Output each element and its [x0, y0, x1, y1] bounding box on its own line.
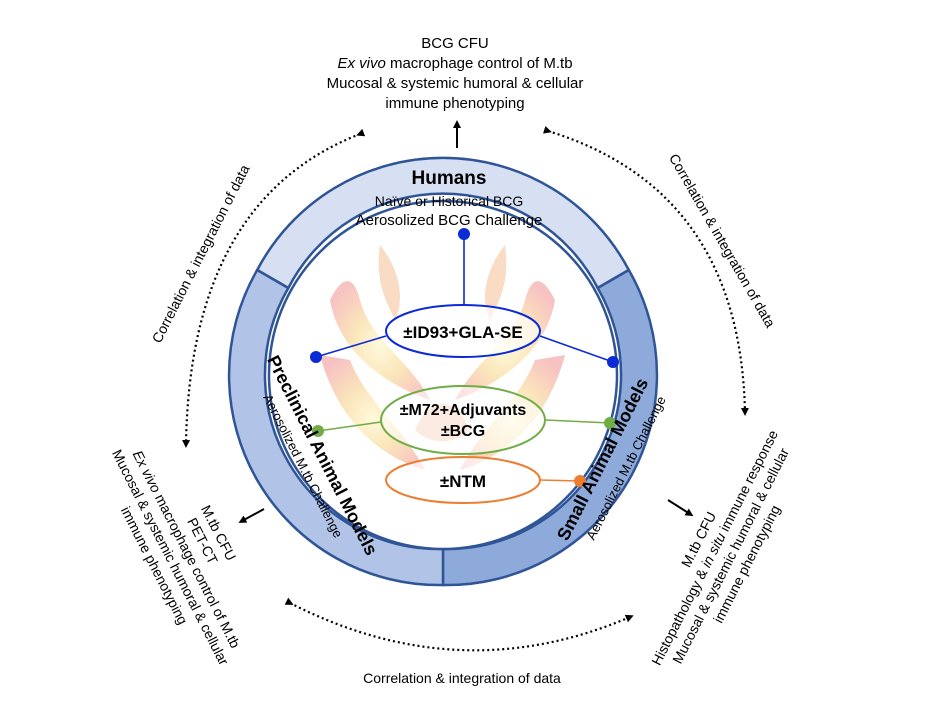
green-dot-right	[604, 417, 616, 429]
blue-dot-left	[310, 351, 322, 363]
humans-title: Humans	[412, 168, 487, 189]
top-outcome-line-4: immune phenotyping	[385, 95, 524, 112]
left-outcome-arrow	[238, 508, 265, 523]
top-outcomes: BCG CFU Ex vivo macrophage control of M.…	[327, 35, 584, 112]
blue-dot-right	[607, 356, 619, 368]
correlation-arc-right	[543, 126, 749, 416]
top-outcome-ex-vivo: Ex vivo	[337, 55, 385, 72]
blue-intervention-label: ±ID93+GLA-SE	[403, 323, 522, 342]
orange-dot	[574, 475, 586, 487]
right-outcomes: M.tb CFU Histopathology & in situ immune…	[648, 427, 792, 667]
orange-intervention-ellipse	[385, 456, 541, 504]
correlation-label-right: Correlation & integration of data	[666, 151, 779, 330]
correlation-arc-bottom	[284, 597, 634, 652]
right-outcome-arrow	[667, 499, 694, 517]
green-intervention-ellipse	[380, 385, 546, 455]
orange-intervention-label: ±NTM	[440, 472, 486, 491]
top-outcome-line-2: Ex vivo macrophage control of M.tb	[337, 55, 572, 72]
blue-dot-top	[458, 228, 470, 240]
top-outcome-line-1: BCG CFU	[421, 35, 489, 52]
top-outcome-line-3: Mucosal & systemic humoral & cellular	[327, 75, 584, 92]
humans-line-1: Naïve or Historical BCG	[375, 193, 524, 209]
green-connector-right	[545, 419, 611, 424]
correlation-label-bottom: Correlation & integration of data	[363, 670, 561, 686]
blue-intervention-ellipse	[385, 304, 541, 358]
top-outcome-line-2-rest: macrophage control of M.tb	[386, 55, 573, 72]
humans-line-2: Aerosolized BCG Challenge	[356, 212, 543, 229]
correlation-arcs	[182, 126, 749, 652]
green-intervention-label-1: ±M72+Adjuvants	[400, 402, 527, 419]
green-intervention-label-2: ±BCG	[441, 423, 485, 440]
orange-connector	[539, 479, 581, 482]
